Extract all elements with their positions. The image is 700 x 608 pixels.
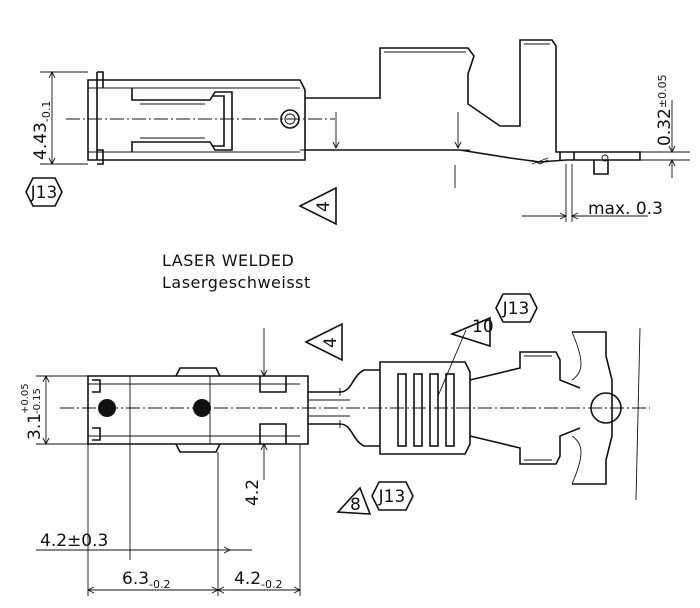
triangle-badge-bottom: 8 (350, 495, 361, 515)
hex-badge-bottom: J13 (378, 487, 406, 507)
dim-vertical-4-2: 4.2 (243, 479, 263, 506)
triangle-badge-top: 4 (314, 201, 334, 212)
dim-width-left: 3.1 (25, 413, 45, 440)
dim-horizontal-4-2-b: 4.2-0.2 (234, 569, 283, 591)
plan-view (36, 293, 650, 596)
dim-horizontal-6-3: 6.3-0.2 (122, 569, 171, 591)
note-laser-welded-en: LASER WELDED (162, 251, 294, 270)
dim-width-left-tol-upper: +0.05 (20, 383, 31, 414)
dim-height-top: 4.43-0.1 (31, 101, 53, 160)
side-view (25, 39, 690, 226)
triangle-badge-mid: 4 (321, 337, 341, 348)
hex-badge-mid: J13 (502, 299, 530, 319)
note-laser-welded-de: Lasergeschweisst (162, 273, 311, 292)
dim-max-offset: max. 0.3 (588, 199, 663, 219)
dim-horizontal-4-2-tol: 4.2±0.3 (40, 531, 108, 551)
hex-badge-top: J13 (30, 183, 58, 203)
dim-width-left-tol-lower: -0.15 (32, 388, 43, 414)
triangle-badge-callout: 10 (472, 317, 494, 337)
dim-thickness: 0.32±0.05 (655, 74, 675, 146)
